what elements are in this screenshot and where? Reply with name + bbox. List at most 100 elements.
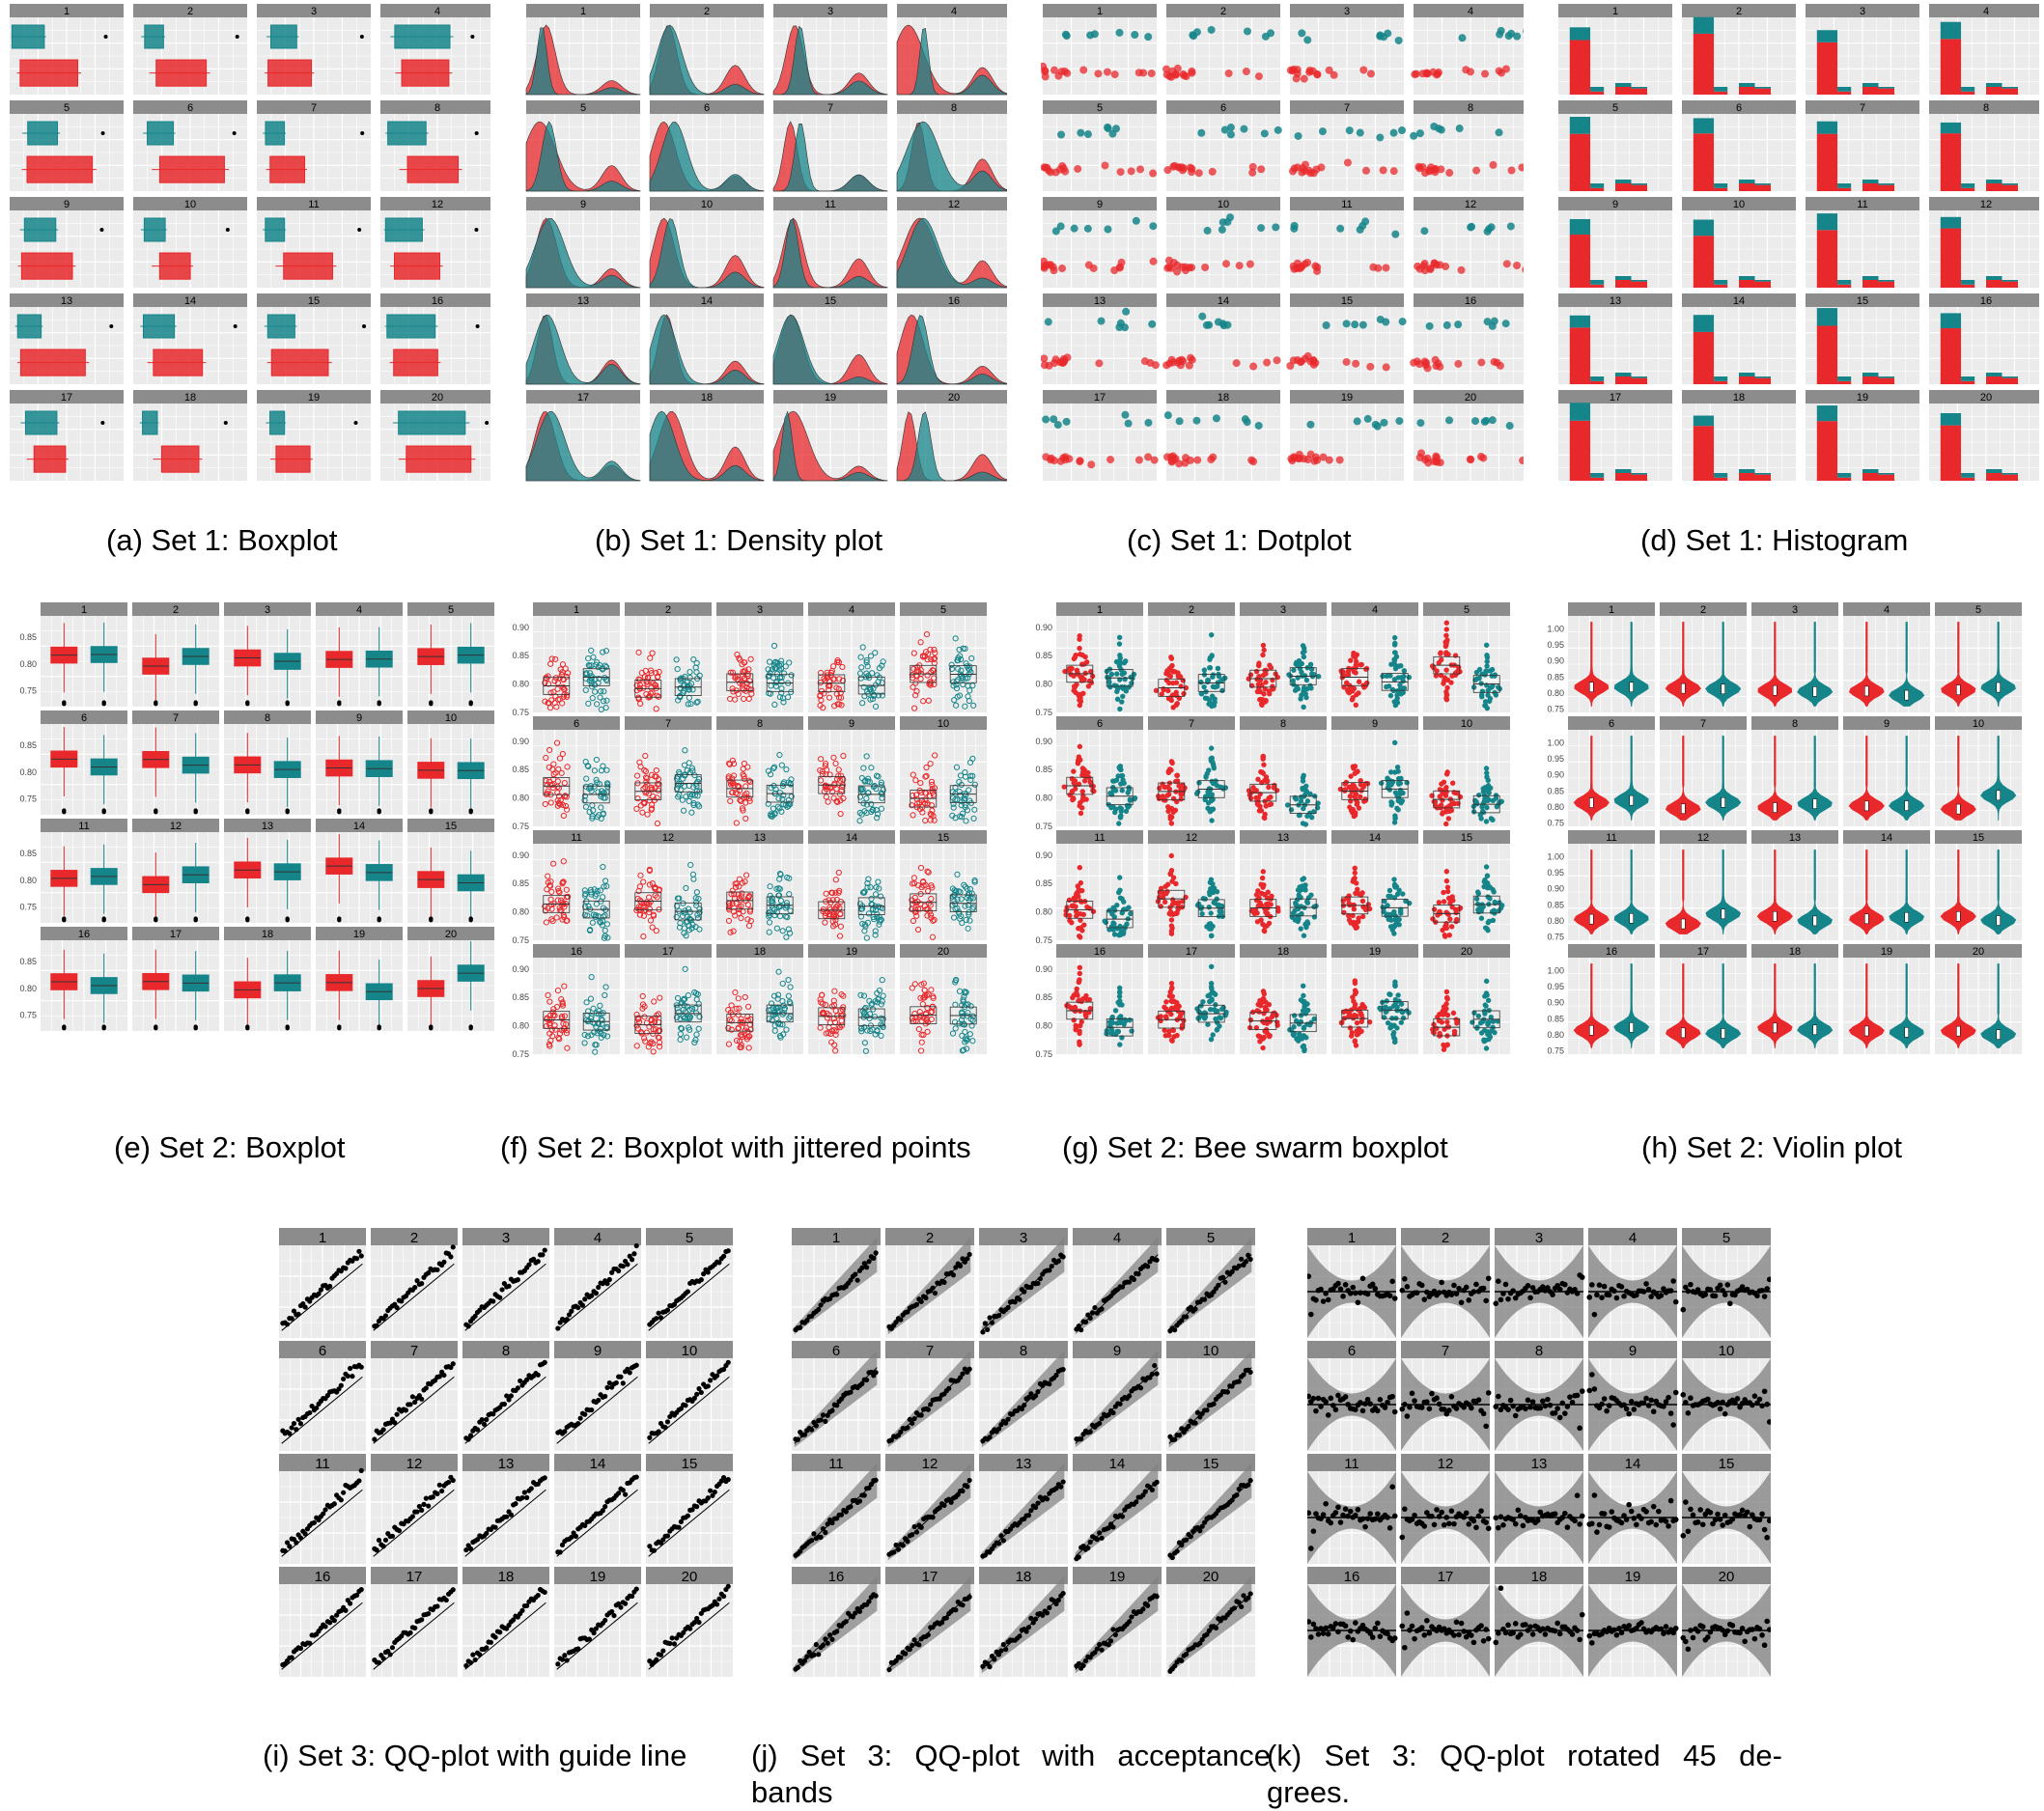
outlier xyxy=(470,35,474,39)
strip-label: 15 xyxy=(308,295,320,307)
teal-dot xyxy=(1376,33,1384,41)
strip-label: 14 xyxy=(353,821,365,832)
teal-dot xyxy=(1131,31,1138,39)
red-bar xyxy=(1615,280,1632,288)
teal-dot xyxy=(1481,418,1489,426)
strip-label: 6 xyxy=(81,712,87,724)
red-point xyxy=(1069,673,1073,677)
facet-17: 17 xyxy=(625,944,712,1054)
red-dot xyxy=(1436,261,1443,268)
strip-label: 5 xyxy=(64,102,70,114)
teal-bar xyxy=(1961,473,1974,478)
strip-label: 2 xyxy=(187,6,193,17)
outlier xyxy=(378,916,381,920)
teal-bar xyxy=(1714,87,1727,92)
teal-box xyxy=(17,315,41,338)
teal-bar xyxy=(1879,280,1895,282)
teal-box xyxy=(145,25,164,48)
strip-label: 13 xyxy=(61,295,72,307)
strip-label: 2 xyxy=(704,6,710,17)
facet-15: 15 xyxy=(257,293,371,384)
strip-label: 6 xyxy=(1736,102,1742,114)
teal-bar xyxy=(1755,473,1772,475)
red-bar xyxy=(1961,285,1974,288)
teal-bar xyxy=(1817,213,1837,230)
red-box xyxy=(161,446,199,472)
teal-bar xyxy=(1590,376,1604,381)
outlier xyxy=(476,324,480,328)
red-dot xyxy=(1416,454,1424,461)
red-point xyxy=(1078,637,1081,641)
red-bar xyxy=(1986,376,2002,384)
strip-label: 6 xyxy=(187,102,193,114)
red-dot xyxy=(1513,262,1521,269)
red-box xyxy=(407,156,459,182)
red-point xyxy=(1082,678,1086,682)
y-tick-label: 0.85 xyxy=(19,957,37,966)
facet-1: 10.750.800.850.90 xyxy=(1035,602,1143,717)
teal-dot xyxy=(1416,419,1424,427)
teal-point xyxy=(1208,666,1212,670)
red-dot xyxy=(1179,70,1187,78)
teal-dot xyxy=(1240,125,1247,133)
teal-bar xyxy=(2002,87,2019,89)
teal-dot xyxy=(1496,128,1503,136)
teal-dot xyxy=(1398,126,1406,134)
red-dot xyxy=(1467,68,1474,75)
strip-label: 14 xyxy=(1733,295,1745,307)
strip-label: 18 xyxy=(184,392,196,404)
strip-label: 12 xyxy=(1465,199,1476,210)
y-tick-label: 0.75 xyxy=(19,1010,37,1019)
teal-point xyxy=(1199,691,1203,695)
teal-bar xyxy=(1879,87,1895,89)
red-bar xyxy=(1570,327,1590,384)
red-dot xyxy=(1095,359,1103,367)
facet-13: 13 xyxy=(716,830,803,940)
red-point xyxy=(1072,684,1076,688)
red-dot xyxy=(1188,168,1195,176)
facet-8: 8 xyxy=(1410,100,1524,191)
red-bar xyxy=(1941,328,1961,384)
teal-point xyxy=(1199,680,1203,683)
facet-8: 8 xyxy=(1929,100,2039,191)
facet-18: 18 xyxy=(1682,390,1796,481)
teal-dot xyxy=(1295,132,1302,140)
red-dot xyxy=(1172,455,1180,462)
facet-3: 3 xyxy=(1806,4,1919,95)
facet-15: 15 xyxy=(1806,293,1919,384)
teal-bar xyxy=(1817,30,1837,42)
red-dot xyxy=(1209,168,1217,176)
teal-bar xyxy=(1739,83,1755,87)
strip-label: 10 xyxy=(184,199,196,210)
facet-18: 18 xyxy=(224,927,311,1031)
teal-box xyxy=(399,411,465,434)
red-bar xyxy=(1570,235,1590,288)
red-point xyxy=(1078,703,1081,707)
facet-6: 6 xyxy=(133,100,247,191)
teal-box xyxy=(266,122,285,145)
teal-dot xyxy=(1438,126,1445,134)
strip-label: 18 xyxy=(1218,392,1229,404)
strip-label: 6 xyxy=(1220,102,1226,114)
strip-label: 1 xyxy=(1097,6,1103,17)
strip-label: 12 xyxy=(170,821,182,832)
red-dot xyxy=(1128,167,1135,175)
facet-3: 3 xyxy=(773,4,887,95)
red-dot xyxy=(1410,359,1417,367)
teal-dot xyxy=(1057,131,1065,139)
outlier xyxy=(337,808,341,812)
strip-label: 19 xyxy=(308,392,320,404)
strip-label: 8 xyxy=(951,102,957,114)
red-point xyxy=(1257,663,1261,667)
facet-18: 18 xyxy=(1163,390,1280,481)
strip-label: 16 xyxy=(1465,295,1476,307)
outlier xyxy=(102,700,106,704)
strip-label: 1 xyxy=(1097,604,1103,616)
outlier xyxy=(224,421,228,425)
red-dot xyxy=(1445,169,1453,177)
red-point xyxy=(1079,662,1083,666)
y-tick-label: 0.80 xyxy=(512,794,529,803)
